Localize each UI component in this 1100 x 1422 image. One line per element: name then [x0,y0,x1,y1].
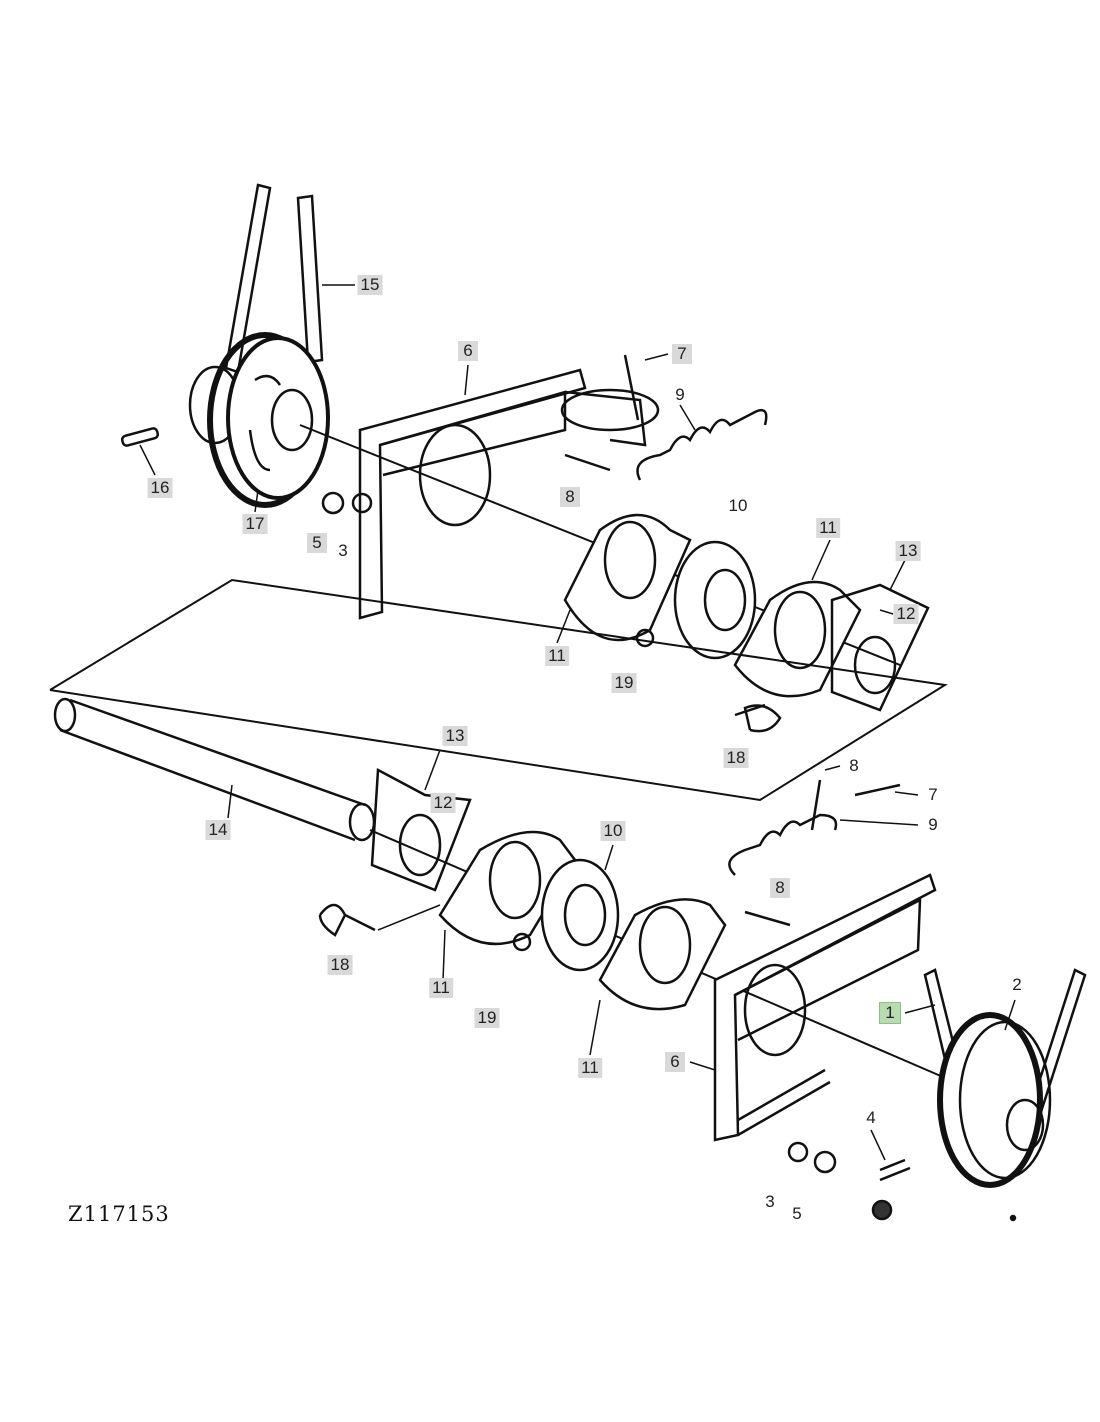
bearing-upper [673,540,757,660]
callout-19: 19 [611,673,637,693]
cotter-pin-upper [623,354,640,421]
callout-8: 8 [770,878,790,898]
flange-lower-right [598,898,727,1011]
bracket-upper [358,368,660,620]
leader-lines [139,284,1016,1161]
bracket-lower [713,873,937,1142]
callout-3: 3 [765,1192,775,1211]
bolt-lower [318,903,376,937]
callout-11: 11 [816,518,840,538]
flange-upper-left [563,513,692,642]
bolt-upper [734,703,782,733]
shaft [53,697,376,842]
callout-15: 15 [357,275,383,295]
callout-5: 5 [307,533,327,553]
belt-upper [224,183,324,374]
callout-18: 18 [723,748,749,768]
callout-10: 10 [600,821,626,841]
callout-9: 9 [928,815,938,834]
cotter-pin-7-lower [854,783,901,797]
callout-16: 16 [147,478,173,498]
callout-2: 2 [1012,975,1022,994]
callout-13: 13 [895,541,921,561]
spring-upper [636,408,768,481]
callout-19: 19 [474,1008,500,1028]
callout-14: 14 [205,820,231,840]
washer-19-upper [635,628,655,648]
callout-12: 12 [430,793,456,813]
nut-lower [813,1150,837,1174]
pulley-lower [937,1012,1052,1188]
key-upper [120,427,160,447]
washer-lower [787,1141,809,1163]
callout-6: 6 [665,1052,685,1072]
callout-1-highlighted[interactable]: 1 [879,1002,901,1024]
callout-7: 7 [672,344,692,364]
figure-id: Z117153 [68,1202,170,1226]
cotter-pin-8-lower [744,910,791,927]
callout-13: 13 [442,726,468,746]
washer-19-lower [512,932,532,952]
callout-10: 10 [728,496,748,515]
callout-9: 9 [675,385,685,404]
set-screw [879,1158,911,1182]
callout-8: 8 [849,756,859,775]
callout-11: 11 [545,646,569,666]
cotter-pin-8-upper [564,453,611,472]
callout-11: 11 [429,978,453,998]
callout-4: 4 [866,1108,876,1127]
spring-lower [728,813,838,876]
assembly-plane [49,578,948,802]
callout-11: 11 [578,1058,602,1078]
callout-12: 12 [893,604,919,624]
pulley-upper [188,332,330,508]
set-screw-end [871,1199,893,1221]
callout-5: 5 [792,1204,802,1223]
collar-box-lower [370,767,472,892]
callout-18: 18 [327,955,353,975]
callout-6: 6 [458,341,478,361]
washer-upper [351,492,373,514]
cotter-pin-lower [810,779,822,831]
callout-7: 7 [928,785,938,804]
collar-box-upper [830,583,930,712]
callout-8: 8 [560,487,580,507]
bearing-lower [540,858,620,972]
callout-3: 3 [338,541,348,560]
callout-17: 17 [242,514,268,534]
nut-upper [321,491,345,515]
